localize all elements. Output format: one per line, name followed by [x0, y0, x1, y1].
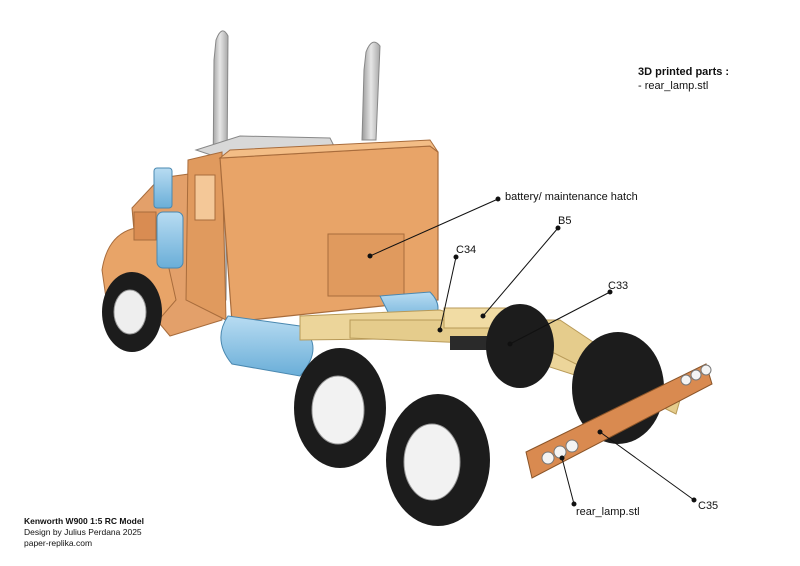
label-rear-lamp: rear_lamp.stl: [576, 506, 640, 518]
rear-lamp: [553, 445, 567, 459]
rear-lamp: [700, 364, 712, 376]
parts-item: - rear_lamp.stl: [638, 80, 709, 92]
label-hatch: battery/ maintenance hatch: [505, 191, 638, 203]
credit-designer: Design by Julius Perdana 2025: [24, 527, 142, 537]
leader-lines: [367, 196, 697, 507]
sleeper-box: [218, 139, 439, 323]
rear-bumper: [525, 363, 713, 479]
air-cleaner: [153, 167, 184, 269]
front-wheel: [102, 272, 162, 352]
maintenance-hatch: [327, 233, 405, 297]
rear-lamp: [565, 439, 579, 453]
rear-lamp: [680, 374, 692, 386]
rear-lamp: [690, 369, 702, 381]
credit-site: paper-replika.com: [24, 538, 93, 548]
parts-title: 3D printed parts :: [638, 66, 730, 78]
credit-model: Kenworth W900 1:5 RC Model: [24, 516, 144, 526]
label-c33: C33: [608, 280, 629, 292]
rear-wheels: [294, 304, 664, 526]
label-b5: B5: [558, 215, 572, 227]
rear-lamp: [541, 451, 555, 465]
label-c34: C34: [456, 244, 477, 256]
label-c35: C35: [698, 500, 719, 512]
